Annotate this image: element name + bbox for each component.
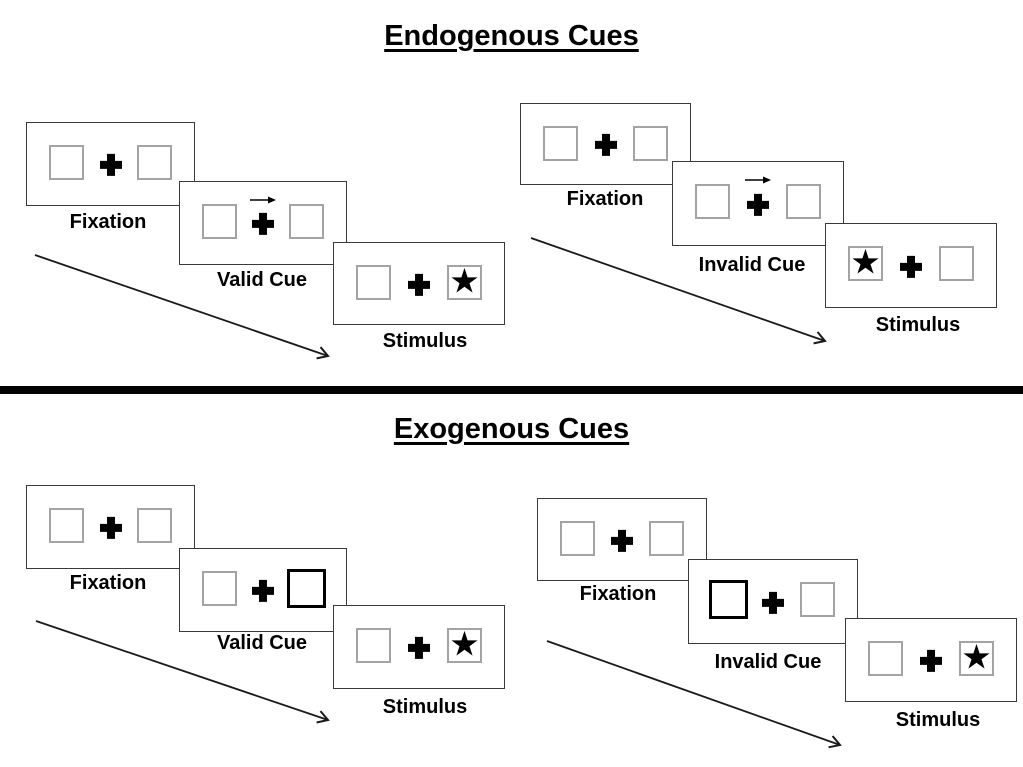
left-box [560,521,595,556]
star-icon: ★ [449,624,480,665]
step-label-fixation: Fixation [579,583,657,605]
exo-valid-cue-screen [179,548,347,632]
left-box [356,628,391,663]
right-box [800,582,835,617]
right-box [289,204,324,239]
step-label-fixation: Fixation [69,211,147,233]
step-label-cue: Valid Cue [216,632,308,654]
left-box [202,204,237,239]
step-label-cue: Invalid Cue [714,651,822,673]
fixation-cross-icon [99,153,122,176]
fixation-cross-icon [252,579,274,602]
step-label-stimulus: Stimulus [895,709,981,731]
step-label-stimulus: Stimulus [875,314,961,336]
left-box [695,184,730,219]
fixation-cross-icon [900,255,922,278]
fixation-cross-icon [408,273,430,296]
left-box [543,126,578,161]
section-title-exogenous: Exogenous Cues [393,413,630,445]
left-box [868,641,903,676]
left-box [49,145,84,180]
fixation-cross-icon [920,649,942,672]
endo-valid-cue-screen [179,181,347,265]
right-box [939,246,974,281]
star-icon: ★ [961,637,992,678]
fixation-cross-icon [611,529,633,552]
cue-arrow-right-icon [745,176,771,184]
endo-invalid-fixation-screen [520,103,691,185]
endo-invalid-stimulus-screen: ★ [825,223,997,308]
right-box [649,521,684,556]
step-label-fixation: Fixation [69,572,147,594]
highlighted-right-box [287,569,326,608]
fixation-cross-icon [762,591,784,614]
fixation-cross-icon [252,212,274,235]
right-box: ★ [447,624,482,665]
step-label-cue: Valid Cue [216,269,308,291]
star-icon: ★ [449,261,480,302]
right-box [137,508,172,543]
step-label-stimulus: Stimulus [382,330,468,352]
right-box [633,126,668,161]
right-box [786,184,821,219]
left-box: ★ [848,242,883,283]
step-label-cue: Invalid Cue [698,254,806,276]
cue-arrow-right-icon [250,196,276,204]
exo-invalid-cue-screen [688,559,858,644]
right-box [137,145,172,180]
left-box [49,508,84,543]
exo-invalid-stimulus-screen: ★ [845,618,1017,702]
exo-valid-stimulus-screen: ★ [333,605,505,689]
left-box [202,571,237,606]
section-title-endogenous: Endogenous Cues [384,20,639,52]
endo-valid-fixation-screen [26,122,195,206]
fixation-cross-icon [747,193,769,216]
endo-invalid-cue-screen [672,161,844,246]
section-divider [0,386,1023,394]
highlighted-left-box [709,580,748,619]
endo-valid-stimulus-screen: ★ [333,242,505,325]
step-label-stimulus: Stimulus [382,696,468,718]
fixation-cross-icon [408,636,430,659]
left-box [356,265,391,300]
right-box: ★ [447,261,482,302]
step-label-fixation: Fixation [566,188,644,210]
fixation-cross-icon [594,133,617,156]
exo-valid-fixation-screen [26,485,195,569]
exo-invalid-fixation-screen [537,498,707,581]
right-box: ★ [959,637,994,678]
star-icon: ★ [850,242,881,283]
fixation-cross-icon [99,516,122,539]
